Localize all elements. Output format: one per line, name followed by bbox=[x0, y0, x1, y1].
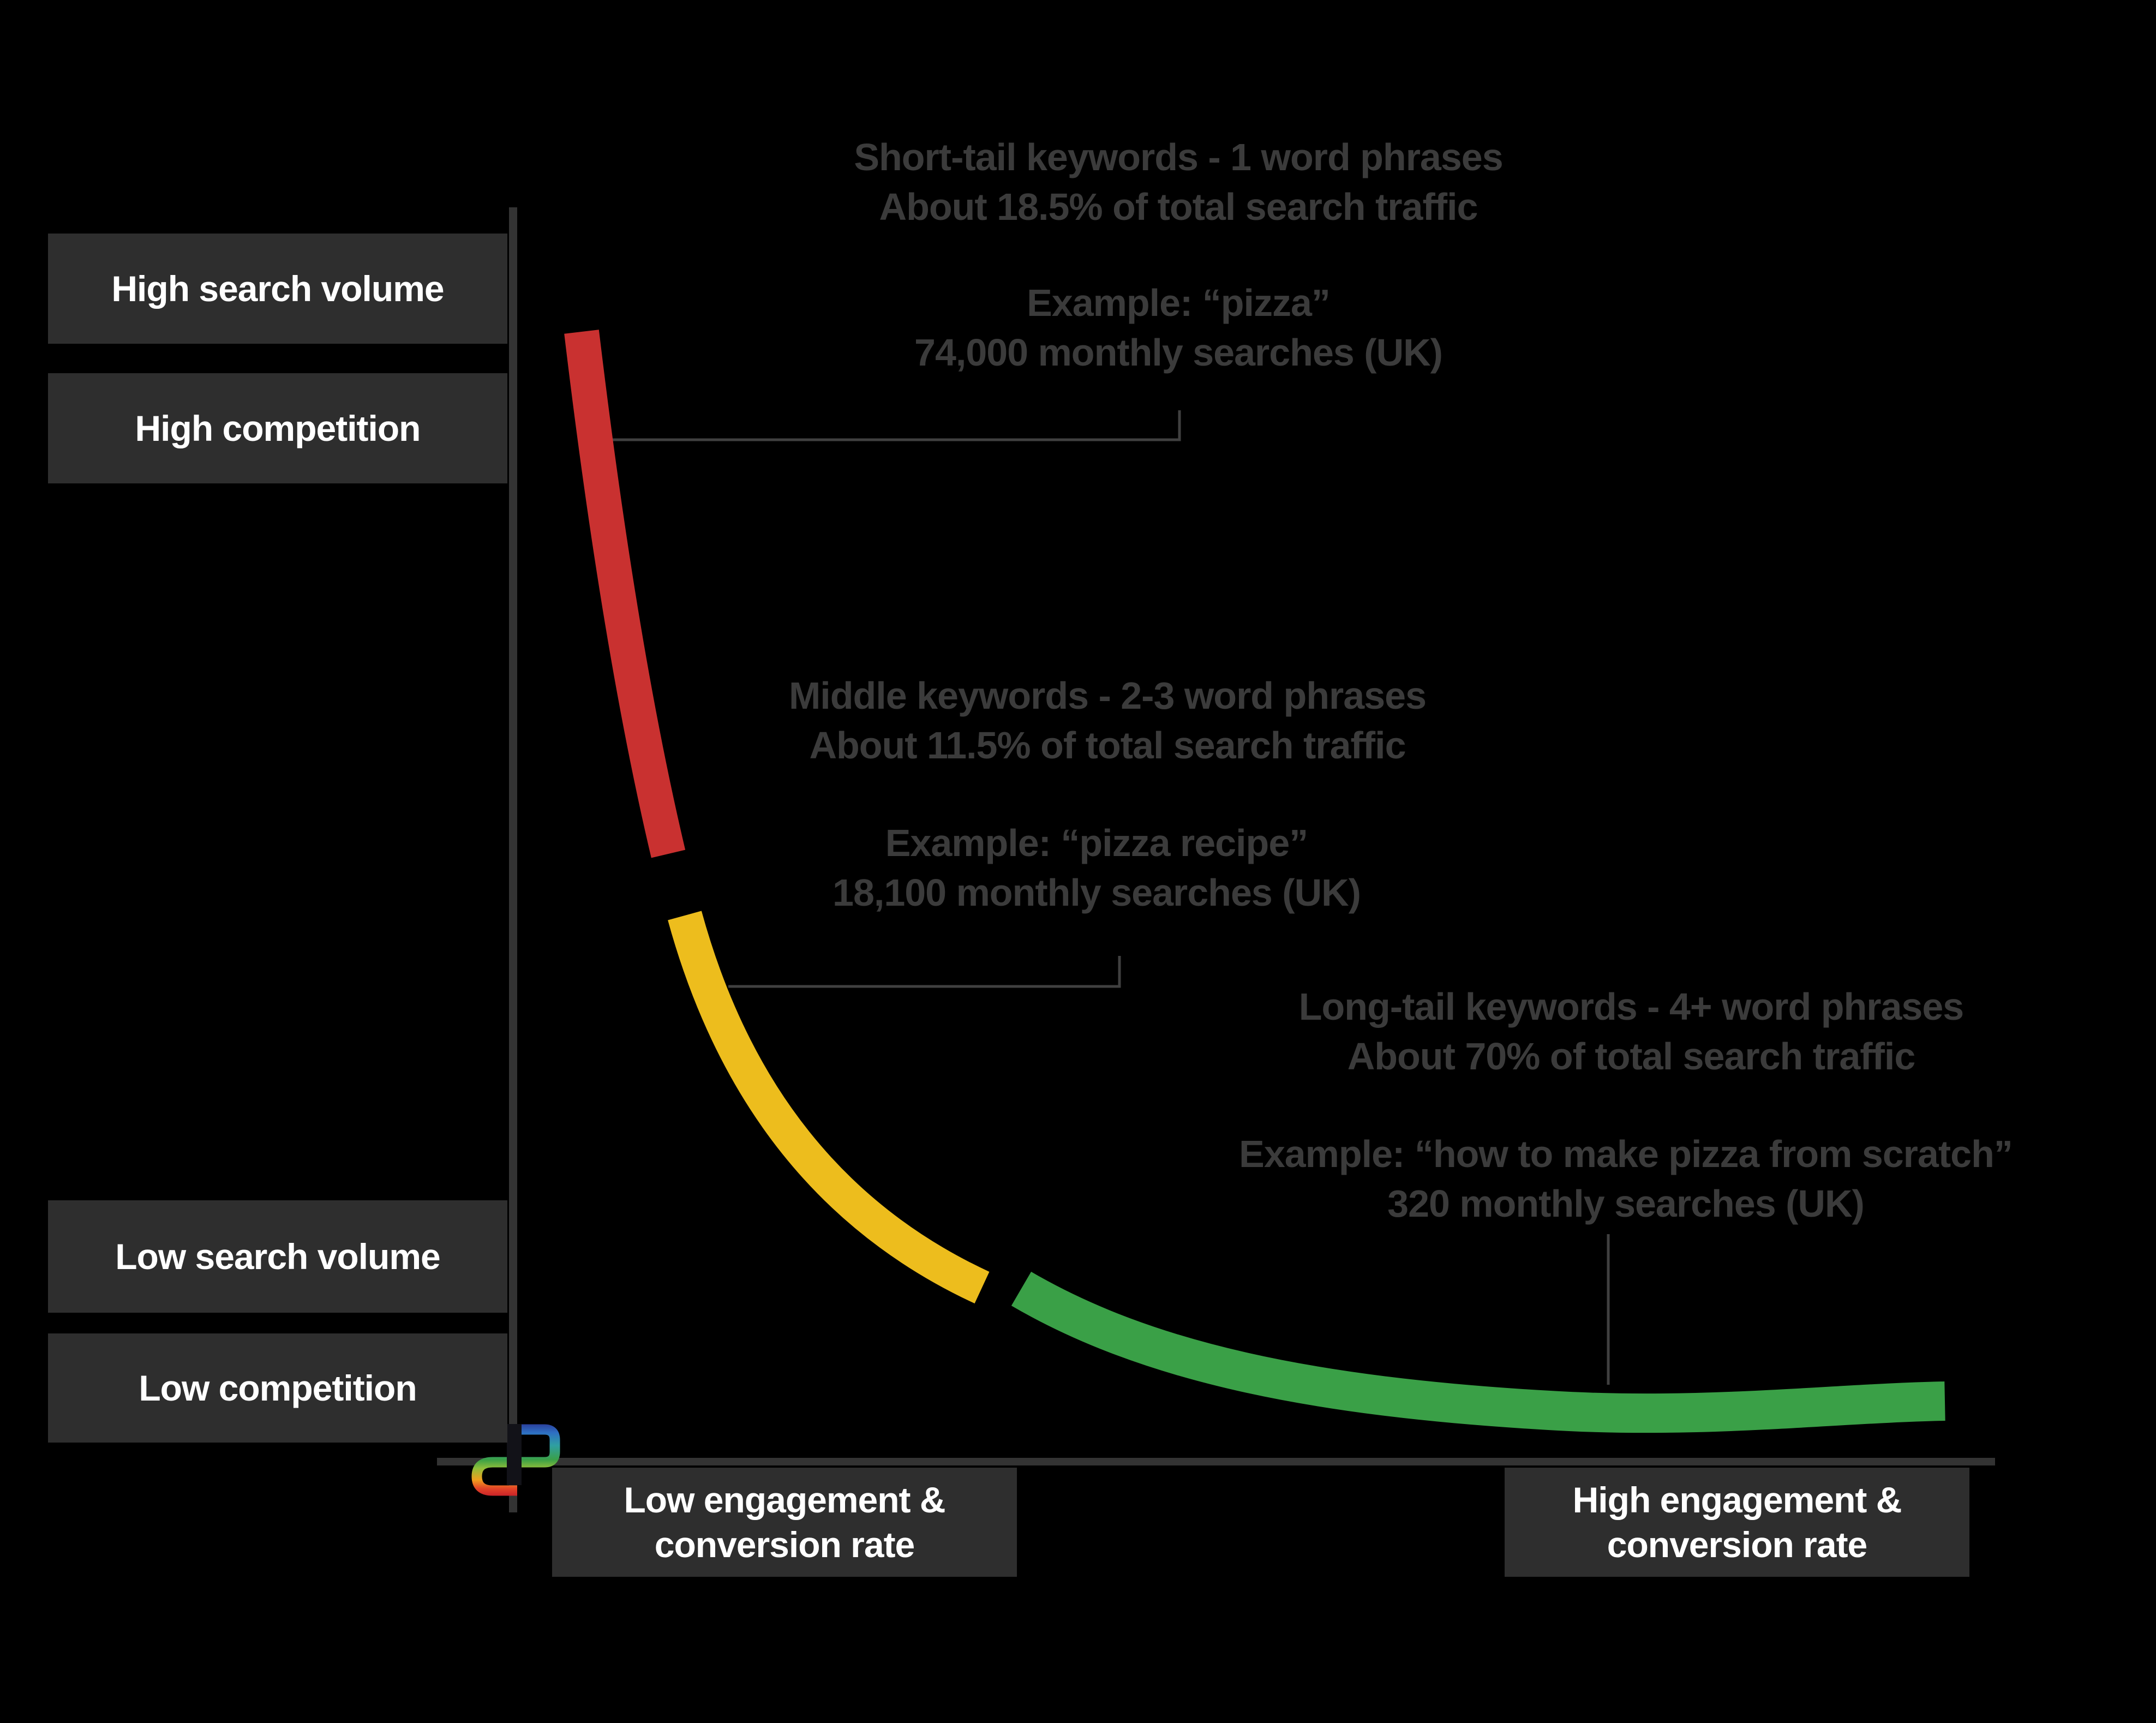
label-box-low-search-volume: Low search volume bbox=[48, 1200, 507, 1313]
annotation-long-tail-volume-line: 320 monthly searches (UK) bbox=[1387, 1182, 1865, 1225]
annotation-short-tail-volume-line: 74,000 monthly searches (UK) bbox=[914, 331, 1443, 374]
curve-long-tail-segment bbox=[1011, 1271, 1945, 1433]
annotation-short-tail-line2: About 18.5% of total search traffic bbox=[879, 186, 1478, 228]
annotation-short-tail-example-line: Example: “pizza” bbox=[1027, 282, 1331, 324]
brand-logo-stem bbox=[507, 1424, 522, 1485]
label-box-high-competition: High competition bbox=[48, 373, 507, 483]
label-box-high-search-volume: High search volume bbox=[48, 234, 507, 344]
annotation-middle: Middle keywords - 2-3 word phrases About… bbox=[655, 671, 1560, 770]
curve-middle-segment bbox=[668, 911, 990, 1304]
label-high-engagement-line2: conversion rate bbox=[1607, 1524, 1868, 1565]
label-box-low-engagement: Low engagement & conversion rate bbox=[552, 1468, 1017, 1577]
leader-line-middle bbox=[728, 956, 1121, 988]
curve-short-tail-segment bbox=[564, 330, 686, 858]
brand-logo bbox=[471, 1424, 560, 1496]
label-low-competition: Low competition bbox=[139, 1368, 417, 1408]
annotation-middle-line1: Middle keywords - 2-3 word phrases bbox=[789, 674, 1427, 717]
label-low-engagement-line2: conversion rate bbox=[654, 1524, 915, 1565]
label-high-competition: High competition bbox=[135, 408, 421, 448]
label-low-search-volume: Low search volume bbox=[115, 1236, 441, 1277]
label-box-low-competition: Low competition bbox=[48, 1333, 507, 1443]
label-high-engagement-line1: High engagement & bbox=[1572, 1479, 1902, 1520]
brand-logo-ribbon bbox=[471, 1424, 560, 1496]
annotation-short-tail: Short-tail keywords - 1 word phrases Abo… bbox=[726, 133, 1631, 232]
annotation-long-tail-example-line: Example: “how to make pizza from scratch… bbox=[1239, 1133, 2013, 1175]
annotation-middle-line2: About 11.5% of total search traffic bbox=[809, 724, 1406, 767]
x-axis-line bbox=[437, 1458, 1995, 1465]
annotation-long-tail: Long-tail keywords - 4+ word phrases Abo… bbox=[1178, 982, 2084, 1081]
annotation-short-tail-example: Example: “pizza” 74,000 monthly searches… bbox=[769, 278, 1588, 378]
annotation-long-tail-line2: About 70% of total search traffic bbox=[1347, 1035, 1916, 1078]
leader-line-short-tail bbox=[607, 410, 1181, 441]
label-low-engagement: Low engagement & conversion rate bbox=[624, 1477, 945, 1568]
y-axis-line bbox=[509, 207, 517, 1512]
label-high-engagement: High engagement & conversion rate bbox=[1573, 1477, 1902, 1568]
annotation-middle-example: Example: “pizza recipe” 18,100 monthly s… bbox=[687, 818, 1506, 918]
label-high-search-volume: High search volume bbox=[111, 268, 444, 309]
label-box-high-engagement: High engagement & conversion rate bbox=[1505, 1468, 1969, 1577]
annotation-middle-volume-line: 18,100 monthly searches (UK) bbox=[833, 871, 1361, 914]
label-low-engagement-line1: Low engagement & bbox=[624, 1479, 945, 1520]
annotation-short-tail-line1: Short-tail keywords - 1 word phrases bbox=[854, 136, 1503, 178]
annotation-long-tail-line1: Long-tail keywords - 4+ word phrases bbox=[1298, 985, 1964, 1028]
annotation-long-tail-example: Example: “how to make pizza from scratch… bbox=[1162, 1129, 2089, 1229]
annotation-middle-example-line: Example: “pizza recipe” bbox=[885, 822, 1309, 864]
